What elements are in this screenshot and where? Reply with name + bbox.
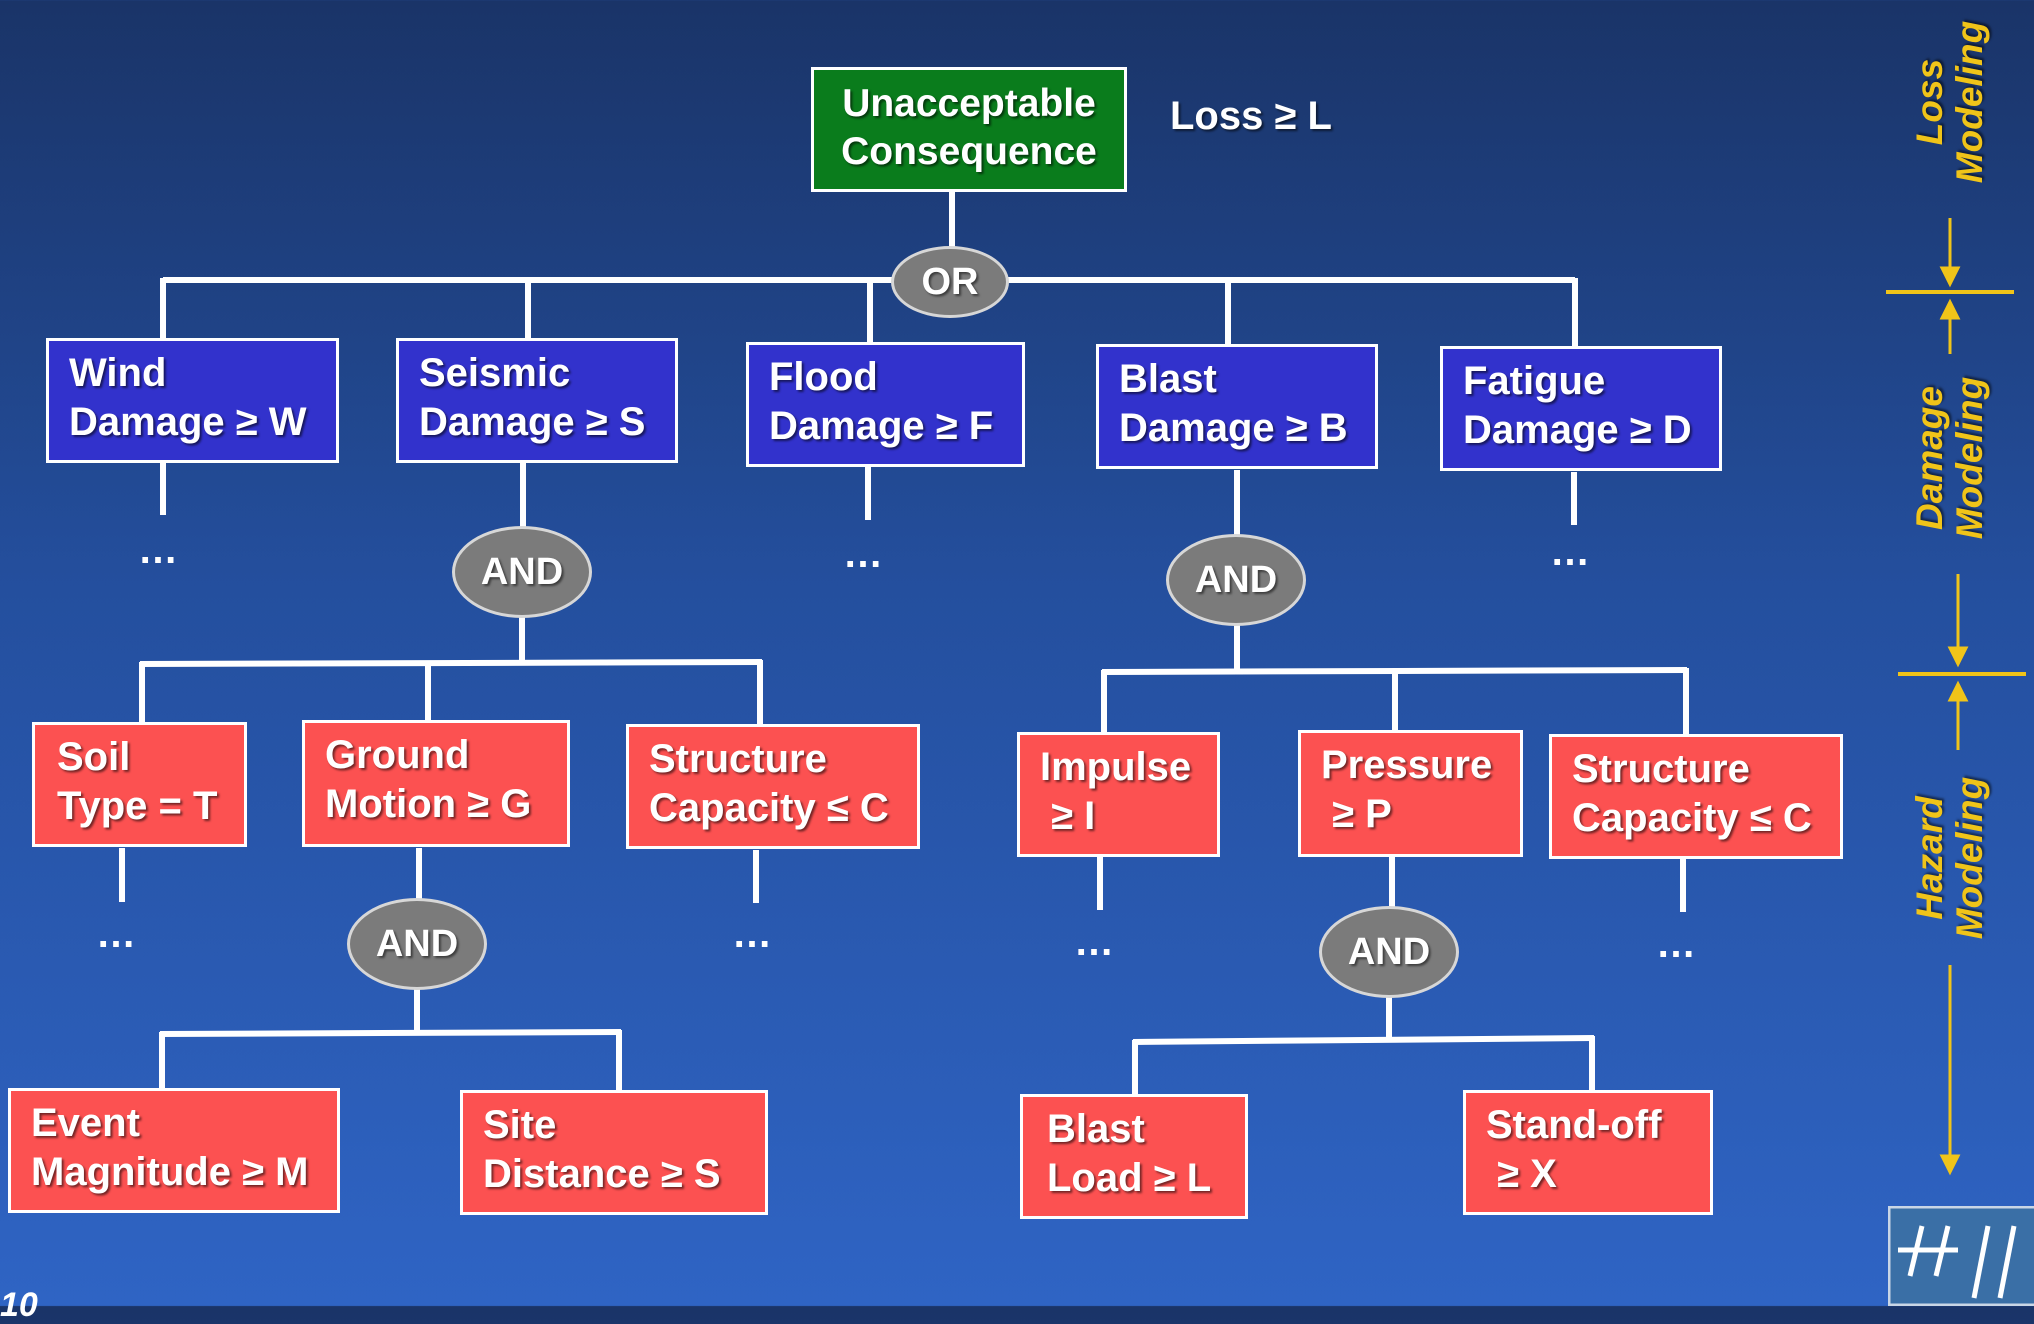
pressure-and-gate: AND (1319, 906, 1459, 998)
page-number: 10 (0, 1286, 38, 1324)
wind-damage-box: Wind Damage ≥ W (46, 338, 339, 463)
wind-continuation: … (138, 528, 178, 572)
event-magnitude-box: Event Magnitude ≥ M (8, 1088, 340, 1213)
loss-threshold-label: Loss ≥ L (1170, 94, 1332, 138)
ground-motion-and-gate: AND (347, 898, 487, 990)
structure-capacity-seismic-continuation: … (732, 912, 772, 956)
structure-capacity-seismic-box: Structure Capacity ≤ C (626, 724, 920, 849)
site-distance-box: Site Distance ≥ S (460, 1090, 768, 1215)
structure-capacity-blast-box: Structure Capacity ≤ C (1549, 734, 1843, 859)
unacceptable-consequence-box: Unacceptable Consequence (811, 67, 1127, 192)
impulse-continuation: … (1074, 920, 1114, 964)
or-gate: OR (891, 246, 1009, 318)
fatigue-continuation: … (1550, 530, 1590, 574)
stand-off-box: Stand-off ≥ X (1463, 1090, 1713, 1215)
blast-and-gate: AND (1166, 534, 1306, 626)
fatigue-damage-box: Fatigue Damage ≥ D (1440, 346, 1722, 471)
soil-continuation: … (96, 912, 136, 956)
organization-logo (1888, 1206, 2034, 1306)
structure-capacity-blast-continuation: … (1656, 922, 1696, 966)
blast-damage-box: Blast Damage ≥ B (1096, 344, 1378, 469)
impulse-box: Impulse ≥ I (1017, 732, 1220, 857)
soil-type-box: Soil Type = T (32, 722, 247, 847)
seismic-damage-box: Seismic Damage ≥ S (396, 338, 678, 463)
seismic-and-gate: AND (452, 526, 592, 618)
blast-load-box: Blast Load ≥ L (1020, 1094, 1248, 1219)
pressure-box: Pressure ≥ P (1298, 730, 1523, 857)
ground-motion-box: Ground Motion ≥ G (302, 720, 570, 847)
flood-continuation: … (843, 532, 883, 576)
flood-damage-box: Flood Damage ≥ F (746, 342, 1025, 467)
